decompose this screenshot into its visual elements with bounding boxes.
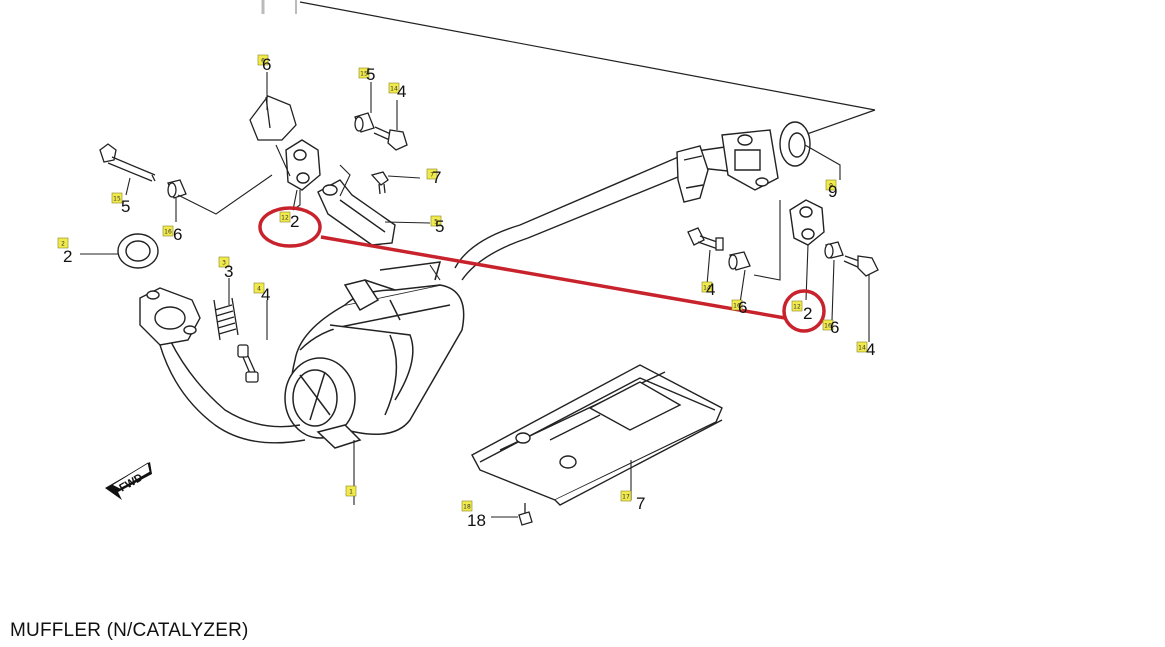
guide-lines [261, 0, 876, 141]
tag-t1: 1 [345, 485, 357, 497]
tag-t7: 7 [426, 168, 438, 180]
tag-t17: 17 [620, 490, 632, 502]
tag-text: 3 [222, 260, 226, 267]
leader-lines [80, 72, 870, 518]
tag-text: 15 [113, 196, 121, 203]
tag-t14-top: 14 [388, 82, 400, 94]
fwd-label: FWD [117, 472, 145, 495]
front-pipe [159, 339, 306, 444]
pipe-clamp [676, 145, 709, 203]
tag-text: 1 [349, 489, 353, 496]
label-top-bracket: 6 [262, 55, 271, 74]
label-right-bush: 6 [738, 298, 747, 317]
muffler [284, 261, 465, 449]
tag-t16-left: 16 [162, 225, 174, 237]
exhaust-pipe [454, 141, 766, 281]
tag-t5: 5 [430, 215, 442, 227]
gasket-left [117, 233, 159, 269]
part-labels: 2 3 4 5 6 6 5 4 7 5 2 9 4 6 2 6 4 7 18 [63, 55, 875, 530]
label-hanger-right: 2 [803, 304, 812, 323]
spring-bolt [237, 344, 259, 383]
tag-t14-right2: 14 [856, 341, 868, 353]
heat-shield [471, 364, 723, 506]
rear-flange [721, 129, 779, 191]
tag-t16-right: 16 [731, 299, 743, 311]
label-bracket: 5 [435, 217, 444, 236]
rubber-hanger-right [789, 199, 825, 246]
label-left-bolt: 5 [121, 197, 130, 216]
reference-tags: 6 15 14 7 5 12 9 15 16 2 3 4 1 14 16 12 16 14 17 18 [57, 54, 868, 512]
top-bush [354, 112, 375, 133]
label-right-bush-2: 6 [830, 318, 839, 337]
tag-t16-right2: 16 [822, 319, 834, 331]
left-bush [167, 179, 187, 199]
label-heat-shield: 7 [636, 494, 645, 513]
label-right-bolt-2: 4 [866, 340, 875, 359]
label-hanger-left: 2 [290, 212, 299, 231]
tag-text: 12 [281, 215, 289, 222]
tag-text: 15 [360, 71, 368, 78]
tag-text: 5 [434, 219, 438, 226]
tag-text: 7 [430, 172, 434, 179]
tag-text: 9 [829, 183, 833, 190]
right-bolt-2 [843, 255, 879, 277]
tag-text: 2 [61, 241, 65, 248]
tag-text: 16 [824, 323, 832, 330]
red-annotation [258, 206, 826, 333]
tag-text: 6 [261, 58, 265, 65]
tag-text: 4 [257, 286, 261, 293]
tag-text: 14 [703, 285, 711, 292]
clip [518, 503, 533, 526]
label-clip: 18 [467, 511, 486, 530]
fwd-arrow-icon: FWD [105, 462, 152, 500]
label-gasket-left: 2 [63, 247, 72, 266]
tag-t15-left: 15 [111, 192, 123, 204]
front-flange [139, 287, 201, 346]
gasket-right [779, 121, 811, 167]
right-bolt-1 [687, 227, 724, 251]
highlight-circle-left [258, 206, 322, 248]
tag-t14-right: 14 [701, 281, 713, 293]
label-spring: 3 [224, 262, 233, 281]
tag-t9: 9 [825, 179, 837, 191]
tag-t2: 2 [57, 237, 69, 249]
spring [213, 297, 239, 341]
tag-text: 17 [622, 494, 630, 501]
right-bush-2 [824, 241, 844, 259]
tag-t4: 4 [253, 282, 265, 294]
tag-t3: 3 [218, 256, 230, 268]
tag-text: 14 [390, 86, 398, 93]
right-bush-1 [728, 251, 751, 271]
small-bolt [370, 171, 389, 195]
tag-text: 12 [793, 304, 801, 311]
hanger-bracket [317, 179, 396, 246]
label-top-bolt: 4 [397, 82, 406, 101]
left-long-bolt [99, 143, 156, 182]
top-bolt [373, 126, 408, 151]
tag-text: 16 [733, 303, 741, 310]
tag-t12-right: 12 [791, 300, 803, 312]
tag-t18: 18 [461, 500, 473, 512]
label-left-bush: 6 [173, 225, 182, 244]
label-small-bolt: 7 [432, 168, 441, 187]
rubber-hanger-left [285, 139, 321, 191]
label-spring-bolt: 4 [261, 285, 270, 304]
tag-text: 14 [858, 345, 866, 352]
tag-t12-left: 12 [279, 211, 291, 223]
top-bracket [249, 95, 297, 141]
label-top-bush: 5 [366, 65, 375, 84]
tag-text: 18 [463, 504, 471, 511]
connector-line [320, 235, 786, 320]
tag-t15-mid: 15 [358, 67, 370, 79]
label-gasket-right: 9 [828, 182, 837, 201]
highlight-circle-right [782, 289, 826, 333]
diagram-caption: MUFFLER (N/CATALYZER) [10, 620, 249, 641]
tag-text: 16 [164, 229, 172, 236]
label-right-bolt: 4 [706, 280, 715, 299]
tag-t6-top: 6 [257, 54, 269, 66]
